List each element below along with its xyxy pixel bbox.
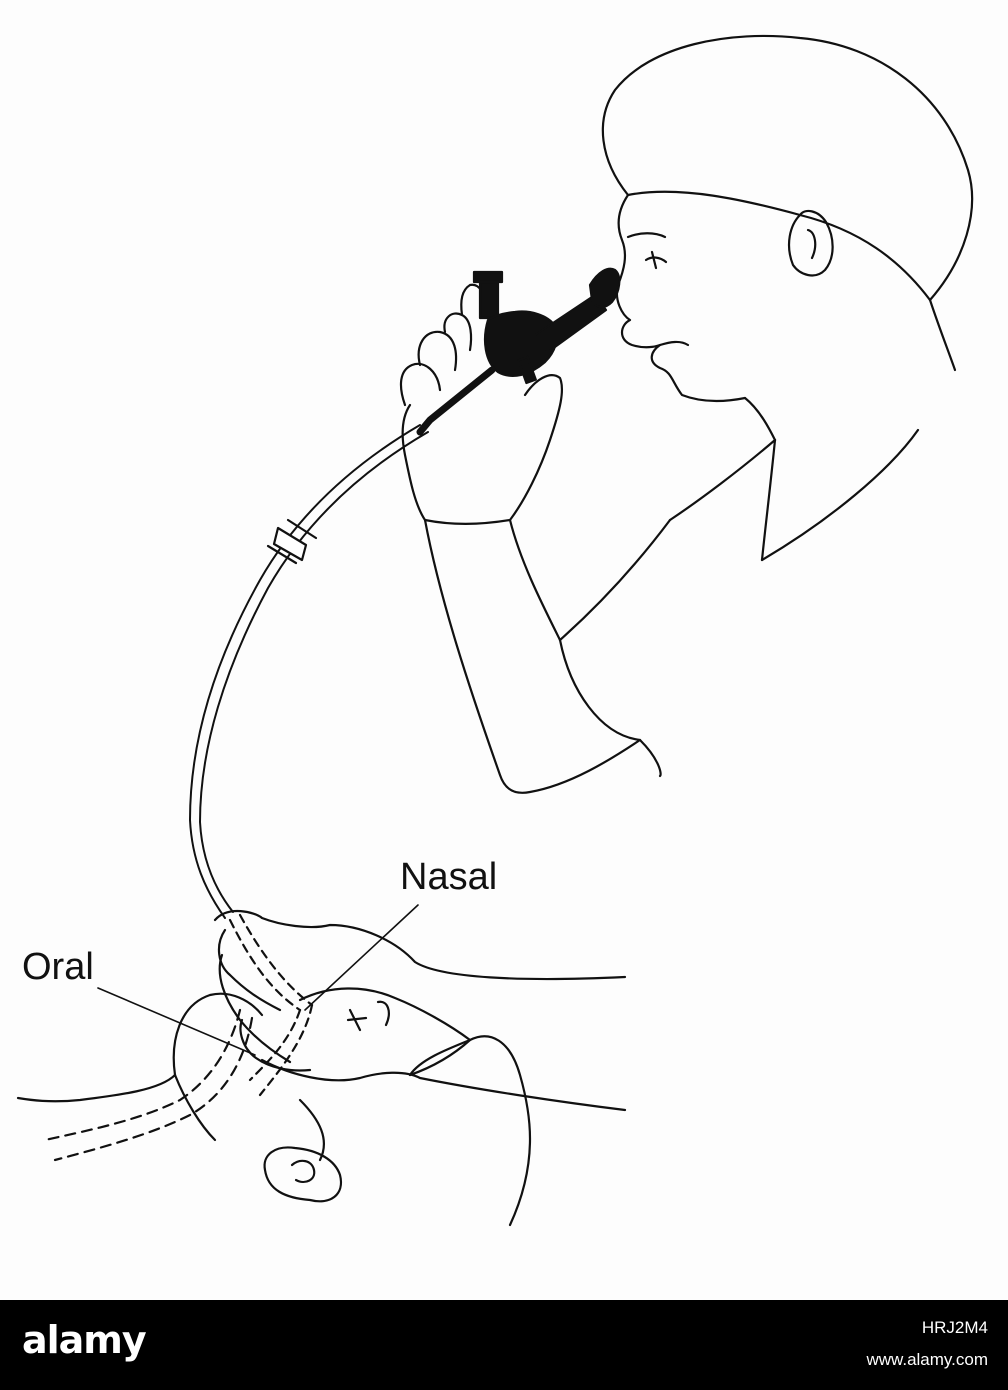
- nasal-leader-line: [304, 904, 419, 1011]
- nasal-label: Nasal: [400, 856, 498, 898]
- image-id: HRJ2M4: [921, 1318, 988, 1337]
- watermark-footer: alamy HRJ2M4 www.alamy.com: [0, 1300, 1008, 1390]
- person-figure: [399, 34, 974, 794]
- suction-illustration: [16, 34, 974, 1227]
- site-url: www.alamy.com: [866, 1350, 988, 1369]
- oral-label: Oral: [22, 946, 94, 988]
- suction-device: [416, 267, 621, 436]
- oral-leader-line: [97, 987, 256, 1056]
- brand-logo: alamy: [22, 1318, 147, 1362]
- suction-catheter: [43, 424, 429, 1162]
- caregiver-hand: [213, 910, 627, 1112]
- infant-figure: [16, 987, 532, 1227]
